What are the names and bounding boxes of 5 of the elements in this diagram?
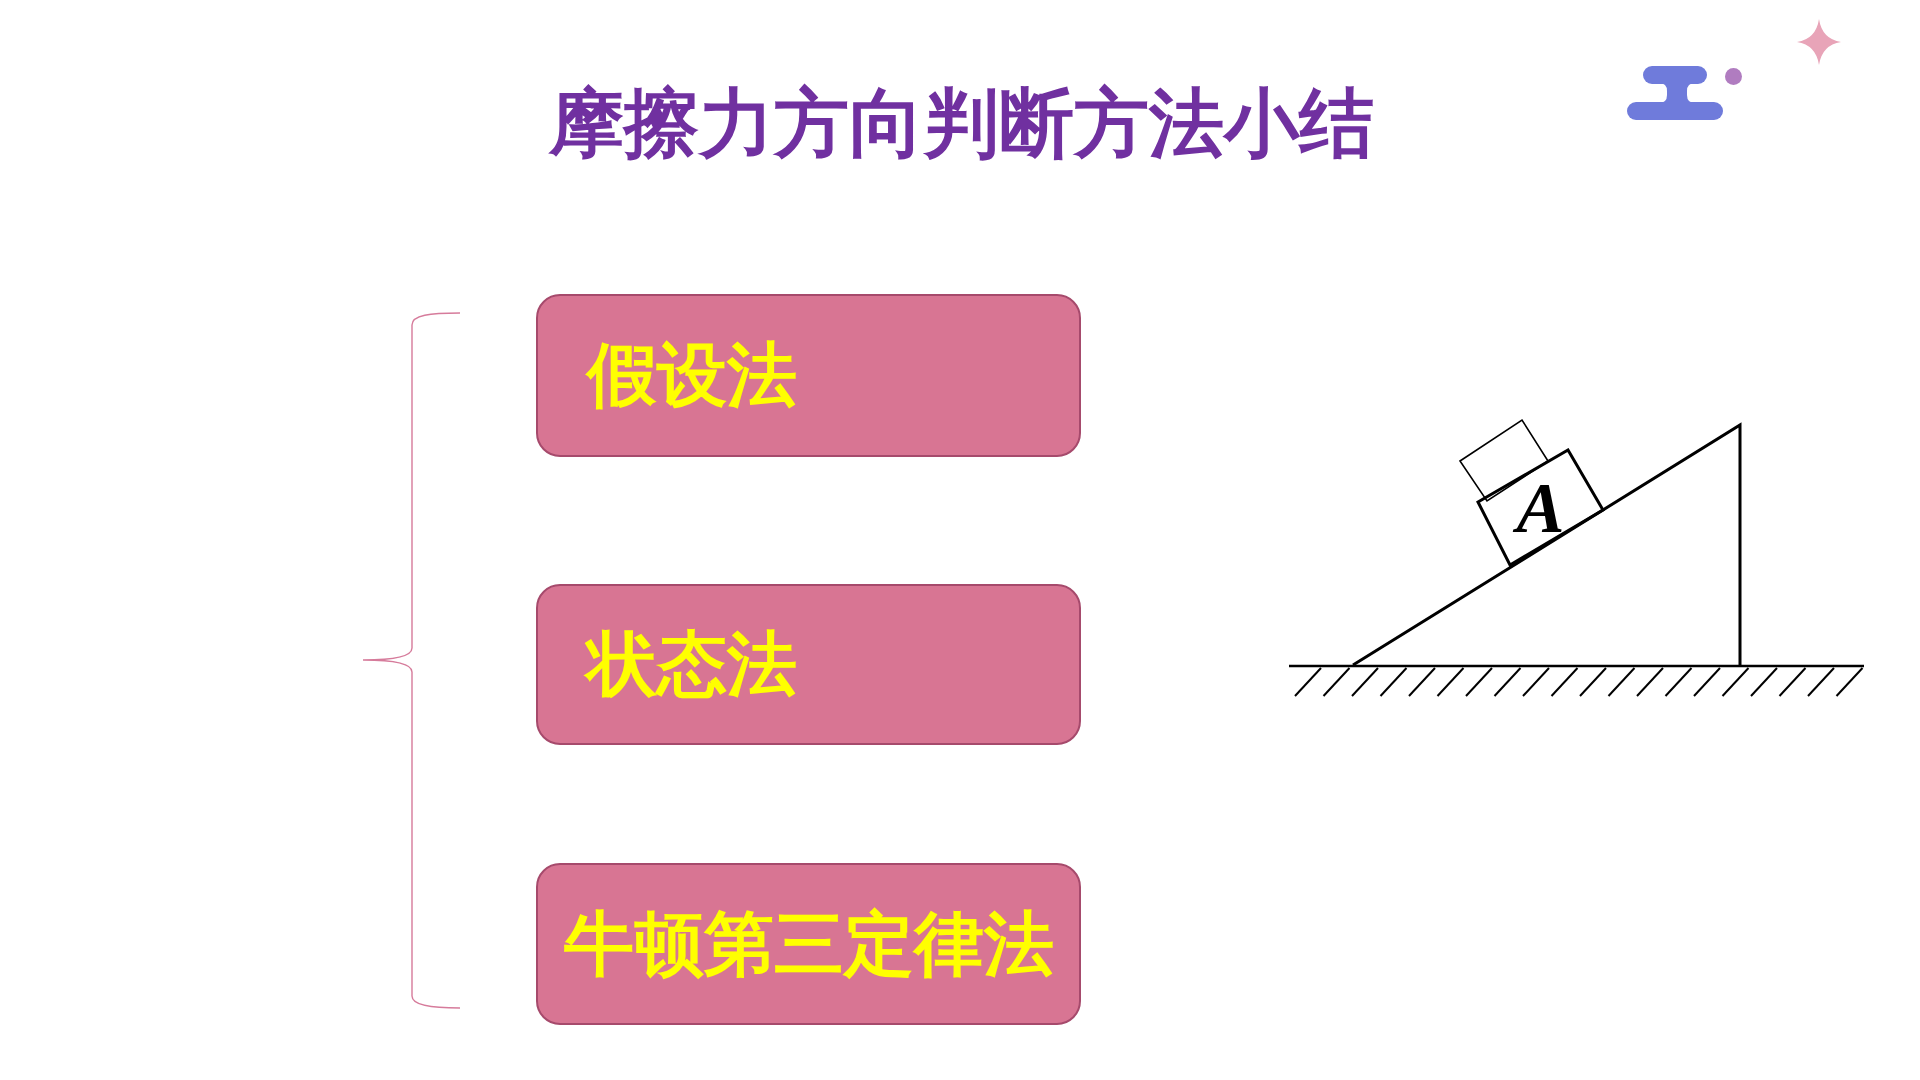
title: 摩擦力方向判断方法小结 [548, 78, 1374, 168]
block: A [1476, 448, 1605, 567]
method-box: 状态法 [536, 584, 1081, 745]
method-box: 牛顿第三定律法 [536, 863, 1081, 1025]
method-box: 假设法 [536, 294, 1081, 457]
